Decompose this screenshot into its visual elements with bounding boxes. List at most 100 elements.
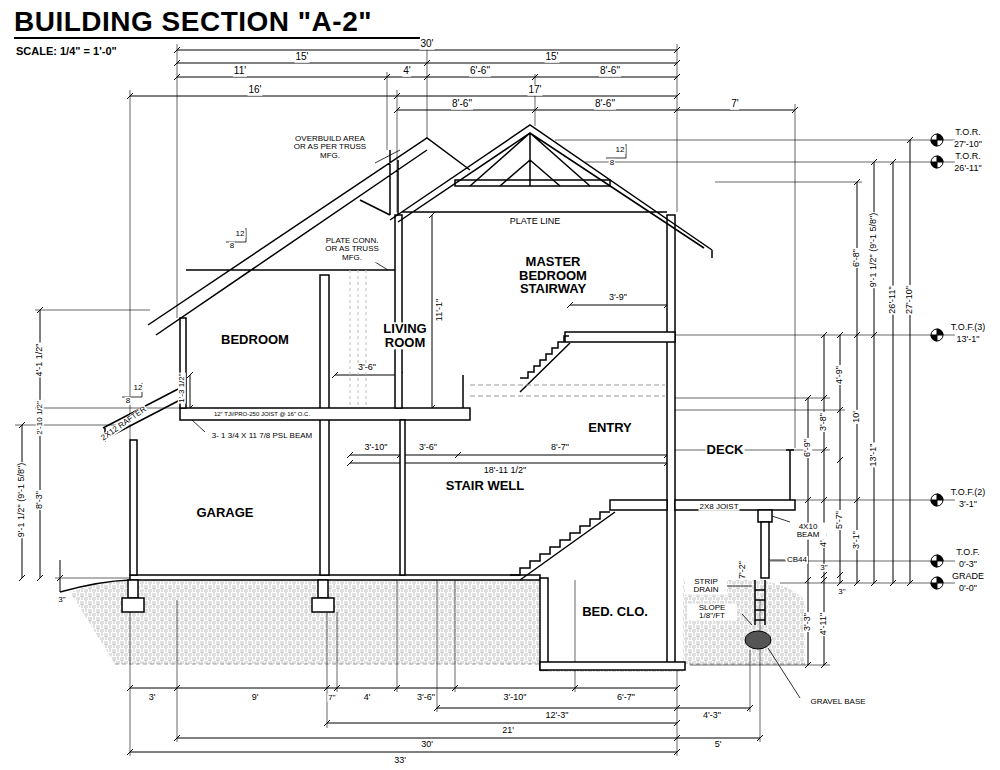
dimension-label: 6'-6" — [469, 66, 491, 77]
elevation-marker — [931, 134, 943, 146]
dimension-label: 1'-3 1/2" — [178, 372, 186, 403]
elevation-marker — [931, 156, 943, 168]
footing — [312, 598, 334, 612]
dimension-label: 4'-11" — [819, 612, 828, 636]
dimension-label: 33' — [393, 756, 407, 765]
dimension-label: 13'-1" — [956, 335, 981, 344]
dimension-label: 12'-3" — [545, 711, 570, 720]
title-underline — [14, 37, 420, 39]
room-name: MASTER BEDROOM STAIRWAY — [502, 255, 604, 296]
footing — [318, 580, 328, 598]
dimension-label: 3'-10" — [364, 443, 389, 452]
dimension-label: 27'-10" — [905, 285, 914, 315]
dimension-label: 8 — [125, 397, 131, 405]
room-name: ENTRY — [587, 421, 633, 435]
room-name: BEDROOM — [220, 333, 290, 347]
dimension-label: T.O.R. — [954, 128, 982, 137]
dimension-label: 2X12 RAFTER — [99, 405, 149, 443]
wall — [395, 215, 402, 408]
dimension-label: 12 — [615, 146, 626, 154]
elevation-marker — [931, 555, 943, 567]
dimension-label: 2X8 JOIST — [698, 503, 739, 511]
dimension-label: 3'-1" — [852, 530, 861, 550]
wall — [667, 215, 675, 665]
elevation-marker — [931, 555, 943, 567]
elevation-marker — [931, 329, 943, 341]
dimension-label: 3'-10" — [503, 693, 528, 702]
dimension-label: 5' — [714, 740, 723, 749]
dimension-label: OVERBUILD AREA OR AS PER TRUSS MFG. — [292, 135, 368, 160]
dimension-label: 15' — [294, 52, 309, 63]
elevation-marker — [931, 577, 943, 589]
dimension-label: SLOPE 1/8"/FT — [687, 604, 737, 621]
basement-wall — [540, 578, 548, 670]
dimension-label: 5'-7" — [835, 510, 844, 530]
dimension-label: 8'-6" — [594, 99, 616, 110]
dimension-label: 8 — [229, 242, 235, 250]
basement-slab — [540, 662, 685, 670]
dimension-label: 8'-7" — [550, 443, 570, 452]
garage-wall — [130, 440, 137, 575]
dimension-label: 4' — [363, 693, 372, 702]
garage-slab — [130, 575, 540, 580]
building — [122, 180, 795, 670]
dimension-label: 11'-1" — [435, 298, 444, 322]
dimension-label: T.O.R. — [954, 152, 982, 161]
dimension-label: 4X10 BEAM — [790, 523, 826, 540]
dimension-label: 4'-9" — [835, 365, 844, 385]
dimension-label: 8 — [609, 159, 615, 167]
dimension-label: 3" — [57, 596, 66, 604]
dimension-label: T.O.F. — [955, 548, 981, 557]
dimension-label: 11' — [233, 66, 247, 77]
dimension-label: 13'-1" — [869, 443, 878, 468]
gravel-base — [745, 631, 771, 649]
ground-line — [115, 664, 805, 665]
dimension-label: 3" — [819, 564, 828, 572]
deck-post — [761, 522, 769, 578]
elevation-marker — [931, 329, 943, 341]
dimension-label: 3'-6" — [357, 363, 377, 372]
dimension-label: PLATE LINE — [509, 217, 561, 226]
hidden-lines — [350, 270, 366, 408]
dimension-label: PLATE CONN. OR AS TRUSS MFG. — [321, 237, 383, 262]
grade-line — [60, 580, 130, 592]
extension-lines — [15, 44, 955, 756]
landing — [565, 332, 675, 342]
dimension-label: 21' — [501, 726, 515, 735]
dimension-label: T.O.F.(3) — [950, 323, 987, 332]
room-name: DECK — [706, 443, 745, 457]
dimension-label: 16' — [247, 85, 262, 96]
elevation-marker — [931, 577, 943, 589]
dimension-label: 3'-6" — [418, 443, 438, 452]
floor-joist — [180, 408, 470, 420]
leader-lines — [122, 144, 800, 698]
dimension-label: 3'-6" — [416, 693, 436, 702]
dimension-label: 15' — [544, 52, 559, 63]
dimension-label: GRADE — [951, 572, 985, 581]
dimension-label: 3'-3" — [803, 612, 812, 632]
dimension-label: STRIP DRAIN — [685, 578, 727, 595]
dimension-label: 7' — [730, 99, 739, 110]
deck-beam — [758, 510, 772, 522]
dimension-label: 27'-10" — [953, 140, 983, 149]
dimension-label: 3'-1" — [958, 500, 978, 509]
dimension-label: 30' — [420, 740, 434, 749]
post — [320, 275, 329, 575]
dimension-label: 4'-1 1/2" — [35, 343, 44, 378]
dimension-label: 0'-3" — [958, 560, 978, 569]
wall — [400, 420, 405, 575]
drawing-title: BUILDING SECTION "A-2" — [14, 6, 372, 38]
dimension-label: 3- 1 3/4 X 11 7/8 PSL BEAM — [211, 432, 314, 440]
elevation-marker — [931, 494, 943, 506]
dimension-label: 6'-7" — [616, 693, 636, 702]
building-lines — [103, 125, 794, 625]
dimension-lines — [19, 47, 913, 755]
dimension-label: 8'-3" — [35, 490, 44, 510]
dimension-label: 6'-9" — [803, 438, 812, 458]
dimension-label: 8'-6" — [451, 99, 473, 110]
landing — [610, 500, 667, 510]
elevation-marker — [931, 156, 943, 168]
room-name: BED. CLO. — [581, 605, 649, 619]
dimension-label: 10' — [852, 410, 861, 424]
hidden-lines — [470, 385, 665, 396]
